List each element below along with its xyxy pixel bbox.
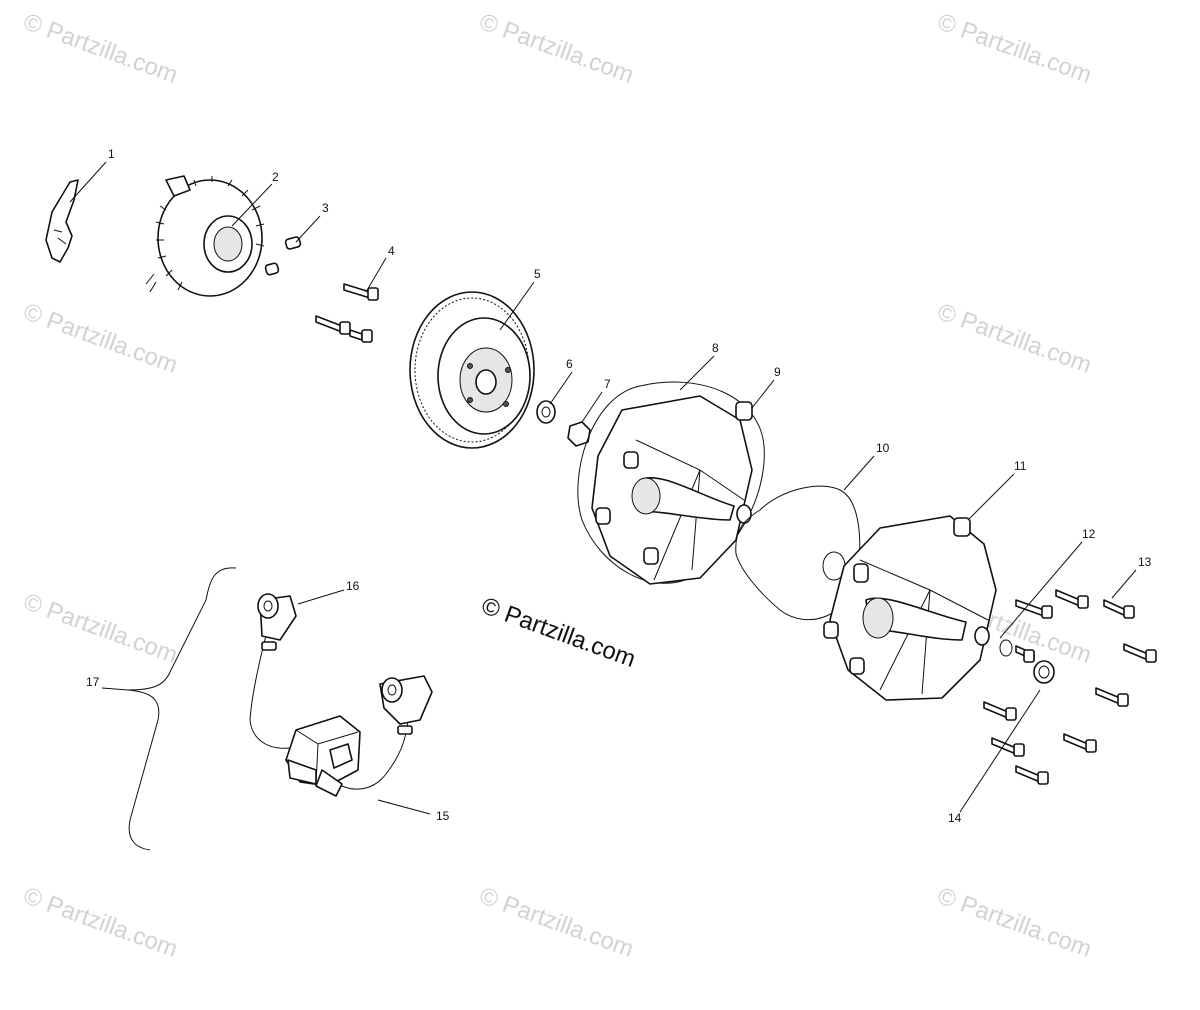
part-3-screws[interactable] bbox=[264, 236, 302, 276]
callout-2: 2 bbox=[272, 170, 279, 184]
callout-15: 15 bbox=[436, 809, 450, 823]
part-16-spark-plug-cap[interactable] bbox=[257, 593, 297, 651]
callout-14: 14 bbox=[948, 811, 962, 825]
watermark: © Partzilla.com bbox=[934, 8, 1095, 89]
callout-9: 9 bbox=[774, 365, 781, 379]
watermark: © Partzilla.com bbox=[934, 882, 1095, 963]
callout-6: 6 bbox=[566, 357, 573, 371]
part-16-spark-plug-cap-2[interactable] bbox=[379, 675, 433, 735]
callout-1: 1 bbox=[108, 147, 115, 161]
center-watermark: © Partzilla.com bbox=[478, 592, 639, 673]
watermark: © Partzilla.com bbox=[20, 882, 181, 963]
watermark: © Partzilla.com bbox=[934, 298, 1095, 379]
part-4-bolts[interactable] bbox=[315, 283, 379, 343]
callout-7: 7 bbox=[604, 377, 611, 391]
leader-lines bbox=[69, 161, 1137, 815]
part-17-brace bbox=[127, 567, 237, 851]
part-5-flywheel[interactable] bbox=[409, 291, 535, 449]
callout-16: 16 bbox=[346, 579, 360, 593]
callout-17: 17 bbox=[86, 675, 100, 689]
callout-13: 13 bbox=[1138, 555, 1152, 569]
part-12-grommet[interactable] bbox=[999, 639, 1055, 684]
callout-8: 8 bbox=[712, 341, 719, 355]
callout-labels: 1 2 3 4 5 6 7 8 9 10 11 12 13 14 15 16 1… bbox=[86, 147, 1152, 825]
watermark: © Partzilla.com bbox=[476, 882, 637, 963]
part-11-cover[interactable] bbox=[823, 515, 997, 701]
watermark: © Partzilla.com bbox=[20, 298, 181, 379]
callout-3: 3 bbox=[322, 201, 329, 215]
watermark: © Partzilla.com bbox=[20, 588, 181, 669]
callout-11: 11 bbox=[1014, 459, 1027, 473]
callout-4: 4 bbox=[388, 244, 395, 258]
callout-10: 10 bbox=[876, 441, 890, 455]
part-9-cover[interactable] bbox=[591, 395, 753, 585]
part-1-bracket[interactable] bbox=[45, 179, 79, 263]
callout-12: 12 bbox=[1082, 527, 1096, 541]
part-6-washer[interactable] bbox=[536, 400, 556, 424]
watermark: © Partzilla.com bbox=[20, 8, 181, 89]
part-2-stator[interactable] bbox=[145, 175, 265, 297]
part-13-bolts[interactable] bbox=[983, 589, 1157, 785]
watermark-grid: © Partzilla.com © Partzilla.com © Partzi… bbox=[20, 8, 1095, 963]
callout-5: 5 bbox=[534, 267, 541, 281]
watermark: © Partzilla.com bbox=[476, 8, 637, 89]
